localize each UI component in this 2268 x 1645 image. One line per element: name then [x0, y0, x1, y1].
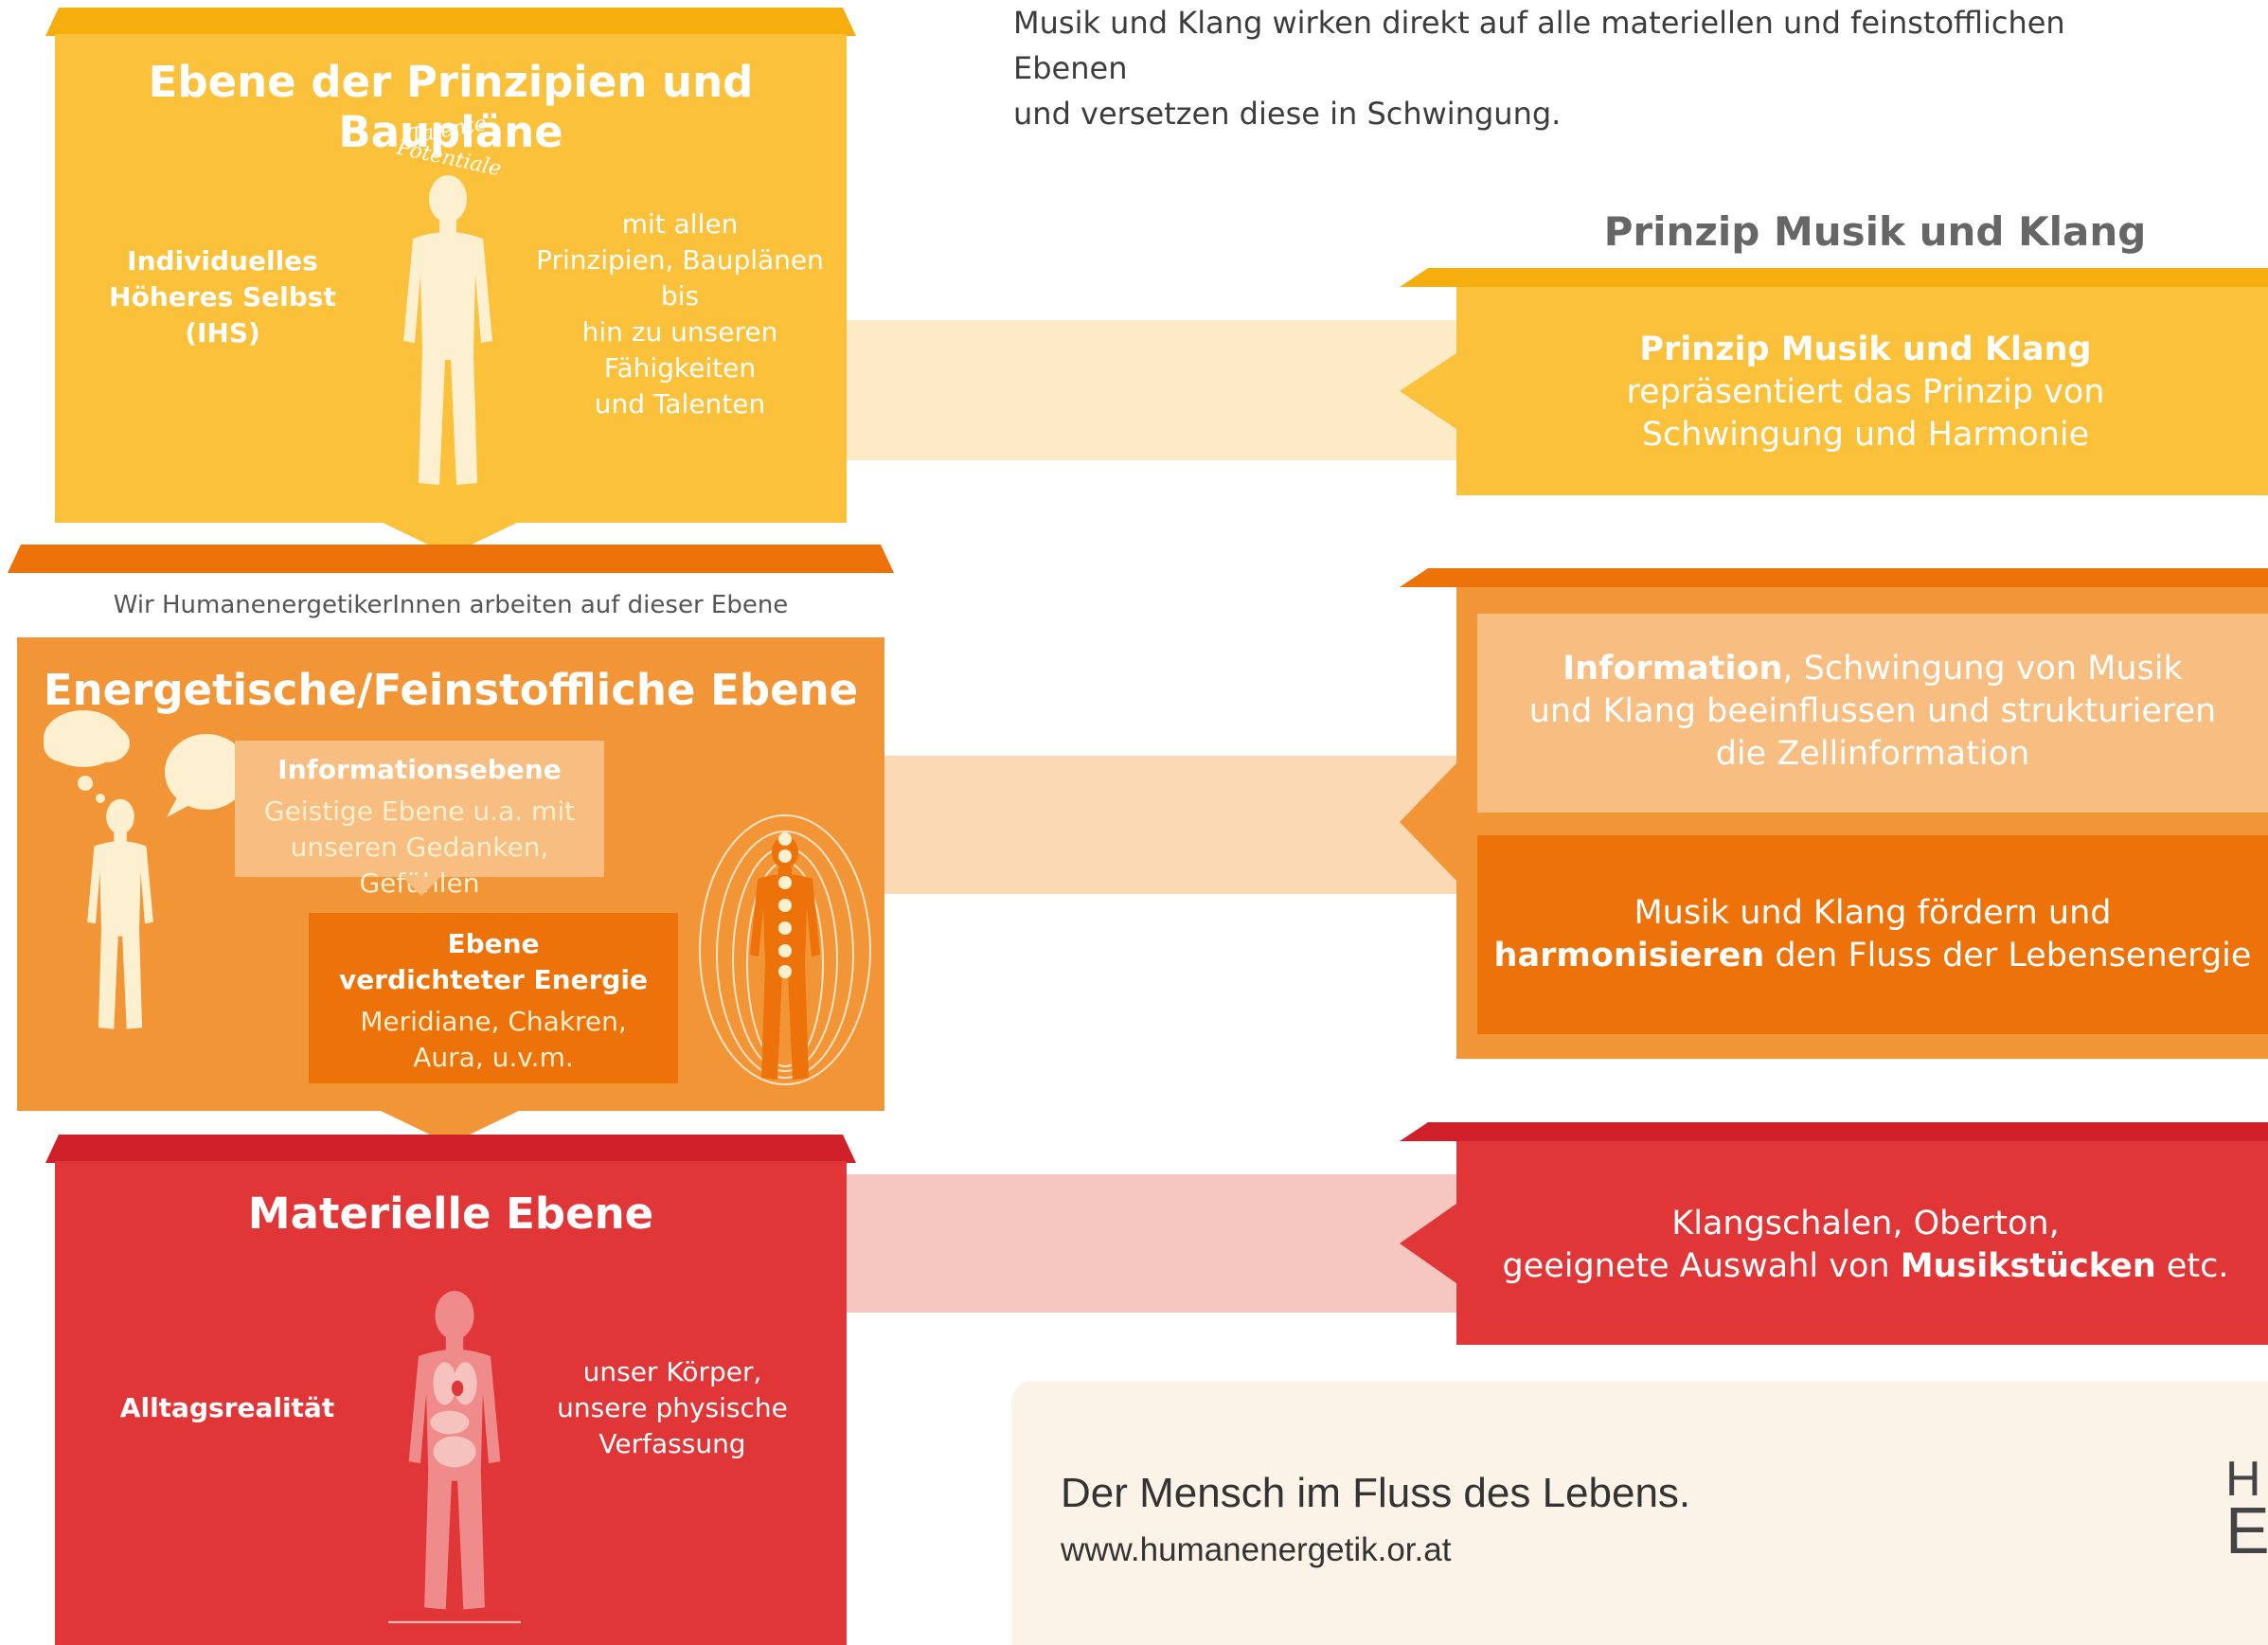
dense-energy-title-1: Ebene [447, 928, 540, 959]
logo-letter-e: E [2225, 1493, 2268, 1567]
panel-principle-shape [1400, 268, 2268, 495]
material-description: unser Körper, unsere physische Verfassun… [530, 1354, 814, 1462]
dense-energy-line-1: Meridiane, Chakren, [360, 1006, 627, 1037]
practitioner-banner: Wir HumanenergetikerInnen arbeiten auf d… [9, 573, 892, 637]
panel-harmonize-line-1: Musik und Klang fördern und [1634, 894, 2112, 932]
ihs-label-line-1: Individuelles [127, 245, 318, 277]
human-thinking-icon [87, 798, 153, 1029]
intro-line-1: Musik und Klang wirken direkt auf alle m… [1013, 5, 2065, 86]
panel-harmonize-bold: harmonisieren [1493, 937, 1765, 974]
energetic-lip [8, 545, 894, 573]
panel-material-text: Klangschalen, Oberton, geeignete Auswahl… [1477, 1203, 2254, 1288]
material-lip [45, 1135, 856, 1163]
aura-chakra-icon [699, 814, 871, 1085]
human-anatomy-icon [388, 1291, 521, 1623]
thought-bubble-icon [44, 710, 235, 817]
principles-desc-line-3: hin zu unseren Fähigkeiten [581, 316, 778, 384]
intro-text: Musik und Klang wirken direkt auf alle m… [1013, 0, 2150, 136]
panel-information-line-2: und Klang beeinflussen und strukturieren [1528, 692, 2217, 730]
principles-lip [45, 8, 856, 36]
panel-principle-line-3: Schwingung und Harmonie [1641, 416, 2090, 454]
energetic-down-arrow [379, 1110, 521, 1144]
footer-box [1011, 1381, 2268, 1645]
information-level-line-1: Geistige Ebene u.a. mit [263, 796, 576, 827]
panel-material-line-2: geeignete Auswahl von Musikstücken etc. [1477, 1245, 2254, 1288]
panel-harmonize-line-2: harmonisieren den Fluss der Lebensenergi… [1477, 935, 2268, 977]
logo-letter-h: H [2225, 1452, 2261, 1507]
info-arrow [402, 877, 440, 896]
dense-energy-box: Ebene verdichteter Energie Meridiane, Ch… [309, 913, 678, 1083]
principles-desc-line-2: Prinzipien, Bauplänen bis [536, 244, 824, 312]
panel-material-line-1: Klangschalen, Oberton, [1671, 1205, 2060, 1243]
principle-heading: Prinzip Musik und Klang [1603, 208, 2147, 255]
connector-band-orange [871, 756, 1477, 894]
footer-url[interactable]: www.humanenergetik.or.at [1061, 1531, 1452, 1568]
panel-principle-title: Prinzip Musik und Klang [1639, 331, 2092, 368]
human-silhouette-icon [403, 175, 492, 485]
dense-energy-title-2: verdichteter Energie [338, 964, 649, 995]
humanenergetik-logo: H E [2225, 1452, 2268, 1567]
panel-material-shape [1400, 1122, 2268, 1345]
panel-principle-text: Prinzip Musik und Klang repräsentiert da… [1477, 329, 2254, 456]
panel-information-line-3: die Zellinformation [1715, 735, 2030, 773]
everyday-reality-label: Alltagsrealität [119, 1392, 335, 1423]
principles-desc-line-4: und Talenten [594, 388, 766, 420]
intro-line-2: und versetzen diese in Schwingung. [1013, 96, 1562, 132]
material-desc-line-3: Verfassung [598, 1428, 746, 1459]
energetic-title: Energetische/Feinstoffliche Ebene [43, 665, 859, 715]
material-desc-line-2: unsere physische [557, 1392, 788, 1423]
panel-information-line-1: Information, Schwingung von Musik [1477, 648, 2268, 690]
information-level-title: Informationsebene [277, 754, 562, 785]
panel-material-pre: geeignete Auswahl von [1502, 1247, 1901, 1285]
panel-information-bold: Information [1563, 650, 1783, 688]
principles-description: mit allen Prinzipien, Bauplänen bis hin … [519, 206, 841, 422]
information-level-box: Informationsebene Geistige Ebene u.a. mi… [235, 741, 604, 899]
principles-desc-line-1: mit allen [621, 208, 739, 240]
panel-harmonize-rest: den Fluss der Lebensenergie [1764, 937, 2252, 974]
principles-title: Ebene der Prinzipien und Baupläne [148, 57, 754, 157]
panel-principle-line-2: repräsentiert das Prinzip von [1626, 373, 2105, 411]
connector-band-yellow [833, 320, 1477, 460]
ihs-label: Individuelles Höheres Selbst (IHS) [76, 243, 369, 351]
material-desc-line-1: unser Körper, [582, 1356, 762, 1387]
connector-band-red [833, 1174, 1477, 1313]
footer-slogan: Der Mensch im Fluss des Lebens. [1061, 1470, 1691, 1516]
panel-material-bold: Musikstücken [1900, 1247, 2156, 1285]
panel-harmonize-box: Musik und Klang fördern und harmonisiere… [1477, 835, 2268, 1034]
dense-energy-line-2: Aura, u.v.m. [413, 1042, 574, 1073]
panel-information-rest: , Schwingung von Musik [1782, 650, 2183, 688]
material-title: Materielle Ebene [247, 1189, 654, 1239]
panel-information-box: Information, Schwingung von Musik und Kl… [1477, 614, 2268, 813]
panel-material-post: etc. [2155, 1247, 2229, 1285]
principles-down-arrow [379, 521, 521, 555]
ihs-label-line-2: Höheres Selbst (IHS) [109, 281, 336, 349]
